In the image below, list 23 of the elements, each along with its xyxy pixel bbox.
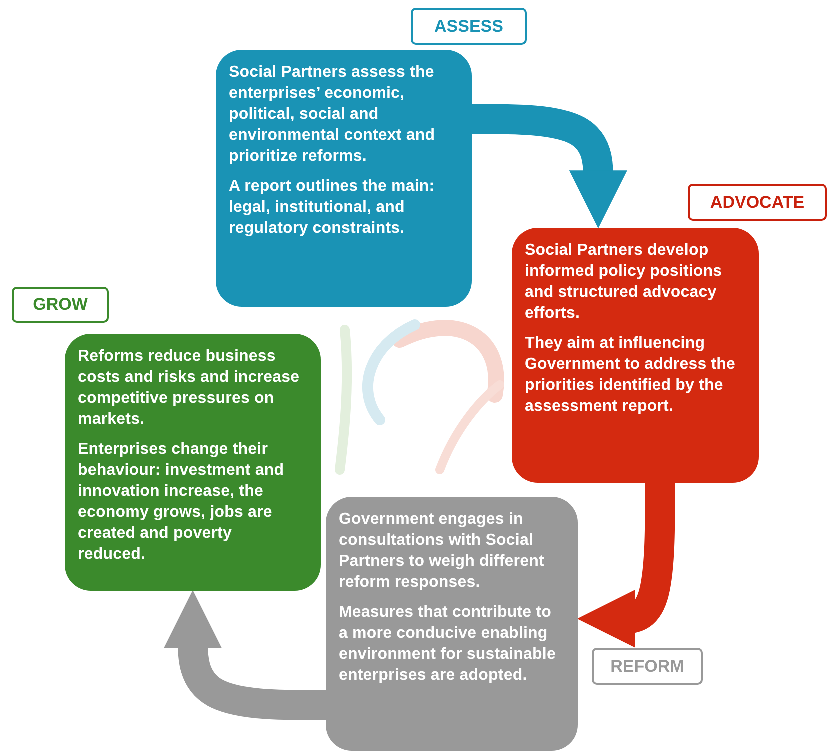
description-text: A report outlines the main: legal, institutional, and regulatory constraints.: [229, 177, 436, 239]
stage-tag: [411, 8, 527, 45]
curved-arrow: [472, 104, 628, 229]
description-text: Measures that contribute to a more conducive enabling environment for sustainable enterprises are adopted.: [339, 603, 557, 686]
description-text: Social Partners develop informed policy positions and structured advocacy efforts.: [525, 241, 724, 324]
stage-name: GROW: [33, 295, 88, 315]
stage-card: [216, 50, 472, 307]
stage-card: [326, 497, 578, 751]
stage-name: ADVOCATE: [710, 192, 805, 212]
description-text: Government engages in consultations with Social Partners to weigh different reform responses.: [339, 510, 546, 593]
stage-tag: [592, 648, 703, 685]
description-text: Reforms reduce business costs and risks and increase competitive pressures on markets.: [78, 347, 301, 430]
description-text: Social Partners assess the enterprises’ economic, political, social and environmental context and prioritize reforms.: [229, 63, 436, 167]
stage-card: [65, 334, 321, 591]
description-text: They aim at influencing Government to address the priorities identified by the assessment report.: [525, 334, 737, 417]
curved-arrow: [164, 590, 326, 720]
stage-card: [512, 228, 759, 483]
stage-tag: [12, 287, 109, 323]
stage-name: ASSESS: [434, 16, 504, 36]
stage-tag: [688, 184, 827, 221]
description-text: Enterprises change their behaviour: investment and innovation increase, the economy grows, jobs are created and poverty reduced.: [78, 440, 286, 565]
stage-name: REFORM: [610, 656, 684, 676]
curved-arrow: [577, 483, 676, 648]
